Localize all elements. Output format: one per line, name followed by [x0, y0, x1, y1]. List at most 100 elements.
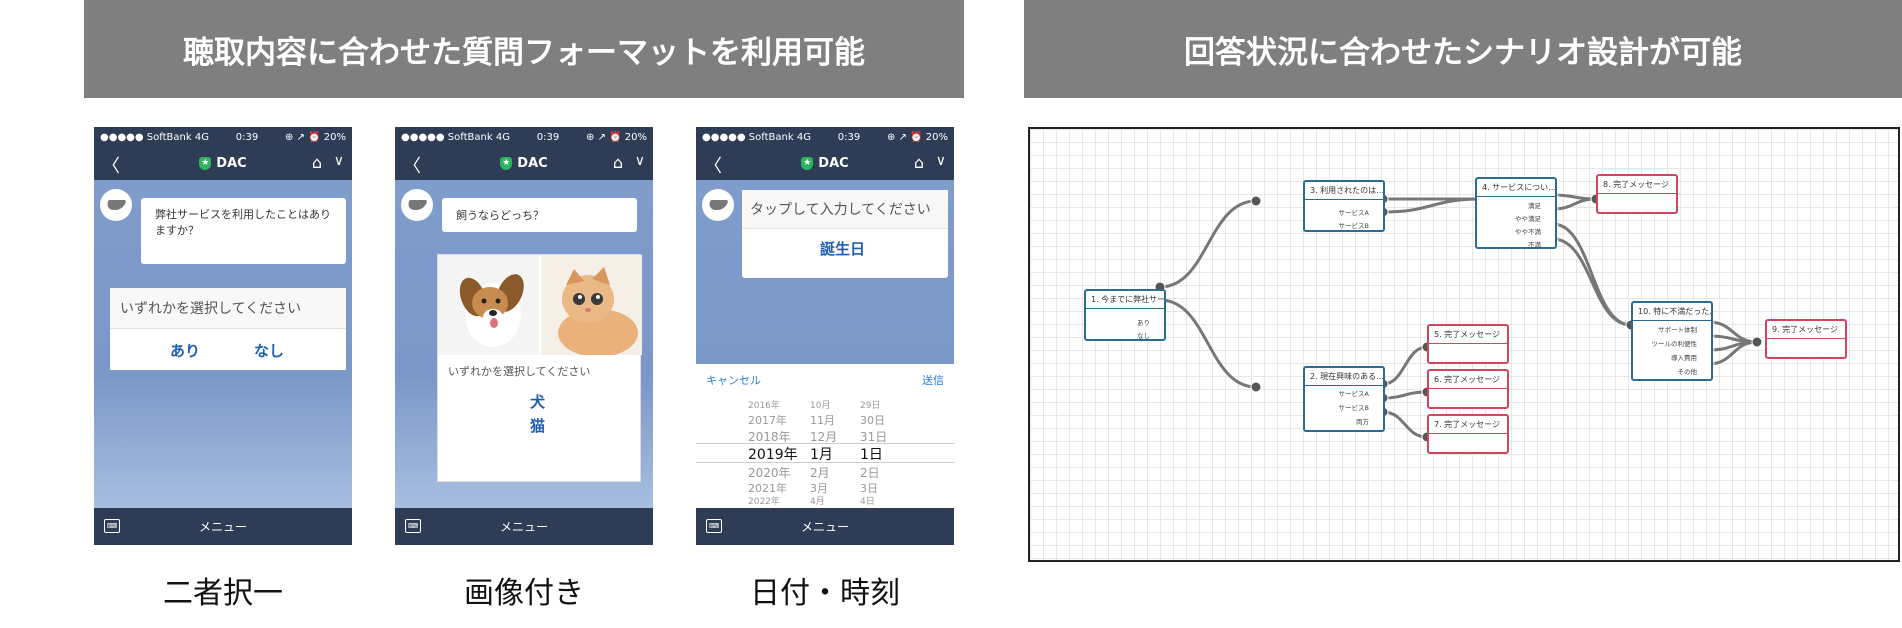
input-prompt: タップして入力してください: [742, 190, 948, 229]
flow-node-3[interactable]: 3. 利用されたのは… サービスA サービスB: [1303, 180, 1385, 232]
flow-link: [1552, 237, 1632, 327]
keyboard-icon[interactable]: ⌨: [405, 519, 421, 533]
node-title: 6. 完了メッセージ: [1429, 371, 1507, 389]
phone-two-choice: ●●●●● SoftBank 4G 0:39 ⊕ ↗ ⏰ 20% 〈 ★ DAC…: [94, 127, 352, 545]
picker-day: 2日: [860, 466, 880, 480]
node-option: サポート体制: [1658, 326, 1697, 334]
home-icon[interactable]: ⌂: [311, 153, 322, 172]
flow-link: [1382, 197, 1482, 214]
option-no-button[interactable]: なし: [254, 342, 285, 360]
flow-node-9[interactable]: 9. 完了メッセージ: [1765, 319, 1847, 359]
picker-day: 31日: [860, 430, 888, 444]
account-name: DAC: [216, 156, 247, 171]
flow-link: [1382, 410, 1428, 439]
cancel-button[interactable]: キャンセル: [706, 374, 761, 387]
question-text: 弊社サービスを利用したことはありますか？: [155, 208, 331, 237]
avatar: [702, 189, 734, 221]
home-icon[interactable]: ⌂: [612, 153, 623, 172]
dog-image[interactable]: [455, 270, 529, 347]
flow-port[interactable]: [1250, 381, 1262, 393]
node-title: 4. サービスについ…: [1477, 179, 1555, 197]
menu-bar[interactable]: ⌨ メニュー: [696, 508, 954, 545]
node-option: その他: [1677, 368, 1698, 376]
caption-image-choice: 画像付き: [464, 576, 584, 611]
carrier-label: ●●●●● SoftBank 4G: [401, 131, 510, 143]
flow-link: [1159, 298, 1257, 389]
flow-link: [1382, 345, 1428, 386]
chat-area: 飼うならどっち？: [395, 180, 653, 510]
keyboard-icon[interactable]: ⌨: [706, 519, 722, 533]
picker-month: 10月: [810, 401, 831, 411]
picker-month: 12月: [810, 430, 838, 444]
carrier-label: ●●●●● SoftBank 4G: [702, 131, 811, 143]
flow-link: [1708, 340, 1758, 366]
status-bar: ●●●●● SoftBank 4G 0:39 ⊕ ↗ ⏰ 20%: [94, 127, 352, 147]
nav-bar: 〈 ★ DAC ⌂ ∨: [94, 147, 352, 180]
clock-label: 0:39: [837, 131, 861, 143]
flow-node-4[interactable]: 4. サービスについ… 満足 やや満足 やや不満 不満: [1475, 177, 1557, 249]
flow-node-2[interactable]: 2. 現在興味のある… サービスA サービスB 両方: [1303, 366, 1385, 432]
picker-year: 2020年: [748, 466, 791, 480]
flow-port[interactable]: [1751, 336, 1763, 348]
menu-bar[interactable]: ⌨ メニュー: [94, 508, 352, 545]
node-title: 7. 完了メッセージ: [1429, 416, 1507, 434]
option-yes-button[interactable]: あり: [170, 342, 201, 360]
node-title: 1. 今までに弊社サー…: [1086, 291, 1164, 309]
question-text: 飼うならどっち？: [456, 209, 544, 222]
chevron-down-icon[interactable]: ∨: [634, 153, 645, 169]
question-bubble: 弊社サービスを利用したことはありますか？: [141, 198, 346, 264]
node-title: 9. 完了メッセージ: [1767, 321, 1845, 339]
picker-year: 2021年: [748, 482, 787, 495]
picker-day: 3日: [860, 482, 878, 495]
option-cat-button[interactable]: 猫: [530, 417, 546, 435]
back-icon[interactable]: 〈: [704, 156, 722, 177]
flow-node-10[interactable]: 10. 特に不満だった… サポート体制 ツールの利便性 導入費用 その他: [1631, 301, 1713, 381]
node-option: サービスB: [1338, 404, 1369, 412]
node-option: サービスA: [1338, 209, 1369, 217]
nav-bar: 〈 ★ DAC ⌂ ∨: [696, 147, 954, 180]
node-option: ツールの利便性: [1651, 340, 1698, 348]
keyboard-icon[interactable]: ⌨: [104, 519, 120, 533]
home-icon[interactable]: ⌂: [913, 153, 924, 172]
back-icon[interactable]: 〈: [403, 156, 421, 177]
chevron-down-icon[interactable]: ∨: [935, 153, 946, 169]
picker-month: 1月: [810, 447, 833, 463]
flow-node-5[interactable]: 5. 完了メッセージ: [1427, 324, 1509, 364]
question-bubble: 飼うならどっち？: [442, 198, 637, 232]
birthday-field[interactable]: 誕生日: [820, 240, 866, 258]
pet-images: [438, 255, 642, 355]
flow-link: [1552, 197, 1597, 211]
flow-link: [1382, 390, 1428, 400]
shield-icon: ★: [199, 157, 212, 170]
shield-icon: ★: [801, 157, 814, 170]
flow-port[interactable]: [1250, 195, 1262, 207]
picker-month: 11月: [810, 414, 835, 427]
node-option: なし: [1137, 332, 1150, 340]
choice-prompt: いずれかを選択してください: [110, 288, 346, 329]
cat-image[interactable]: [558, 267, 638, 355]
input-card: タップして入力してください 誕生日: [742, 190, 948, 278]
flow-node-8[interactable]: 8. 完了メッセージ: [1596, 174, 1678, 214]
menu-bar[interactable]: ⌨ メニュー: [395, 508, 653, 545]
back-icon[interactable]: 〈: [102, 156, 120, 177]
node-title: 3. 利用されたのは…: [1305, 182, 1383, 200]
chat-area: 弊社サービスを利用したことはありますか？ いずれかを選択してください あり なし: [94, 180, 352, 510]
node-title: 2. 現在興味のある…: [1305, 368, 1383, 386]
picker-month: 4月: [810, 497, 825, 507]
option-dog-button[interactable]: 犬: [530, 393, 546, 411]
picker-day: 4日: [860, 497, 875, 507]
picker-month: 2月: [810, 466, 830, 480]
flow-node-6[interactable]: 6. 完了メッセージ: [1427, 369, 1509, 409]
account-name: DAC: [517, 156, 548, 171]
picker-month: 3月: [810, 482, 828, 495]
node-option: サービスB: [1338, 222, 1369, 230]
clock-label: 0:39: [235, 131, 259, 143]
account-name: DAC: [818, 156, 849, 171]
flow-node-7[interactable]: 7. 完了メッセージ: [1427, 414, 1509, 454]
send-button[interactable]: 送信: [922, 374, 944, 387]
flow-node-1[interactable]: 1. 今までに弊社サー… あり なし: [1084, 289, 1166, 341]
scenario-flow-canvas: 1. 今までに弊社サー… あり なし 3. 利用されたのは… サービスA サービ…: [1028, 127, 1900, 562]
chevron-down-icon[interactable]: ∨: [333, 153, 344, 169]
choice-prompt: いずれかを選択してください: [448, 365, 591, 378]
